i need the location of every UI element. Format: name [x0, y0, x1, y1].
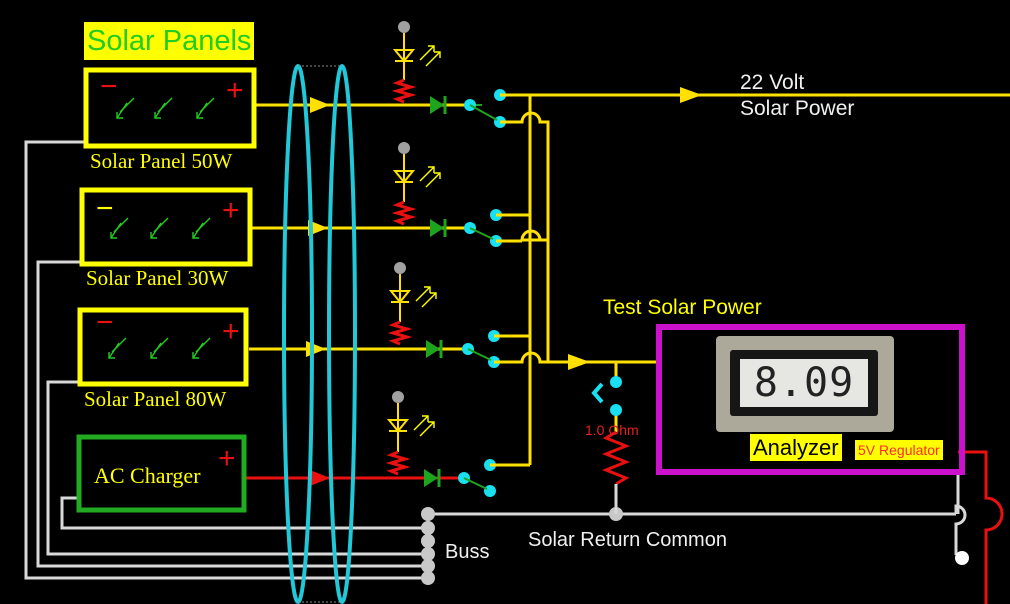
- blocking-diode-icon: [424, 469, 438, 487]
- pv-cell-icons: [108, 97, 215, 359]
- channel-1-components: [391, 21, 506, 128]
- regulator-label: 5V Regulator: [855, 440, 943, 460]
- buss-node: [421, 547, 435, 561]
- current-clamp-ellipses: [282, 64, 357, 604]
- pv-cell-icon: [116, 97, 135, 119]
- led-test-point: [398, 21, 410, 33]
- pv-cell-icon: [150, 217, 169, 239]
- panel-80w-negative-terminal: −: [96, 306, 114, 339]
- feed-arrow: [310, 470, 330, 486]
- led-resistor: [391, 78, 417, 104]
- light-rays-icon: [413, 415, 435, 437]
- pv-cell-icon: [150, 337, 169, 359]
- blocking-diode-icon: [430, 219, 444, 237]
- solar-panel-50w: [83, 67, 257, 149]
- output-arrow: [680, 87, 702, 103]
- clamp-ellipse-left: [282, 64, 314, 604]
- yellow-bus-wires: [490, 93, 1010, 467]
- solar-panel-30w: [79, 187, 253, 267]
- buss-node: [421, 507, 435, 521]
- regulator-ground-node: [955, 551, 969, 565]
- analyzer-frame: [656, 324, 965, 475]
- pv-cell-icon: [196, 97, 215, 119]
- return-wire-30w: [36, 260, 428, 568]
- panel-50w-positive-terminal: +: [226, 74, 244, 107]
- pv-cell-icon: [108, 337, 127, 359]
- feed-arrow: [308, 220, 328, 236]
- buss-nodes: [421, 507, 623, 585]
- channel-4-components: [385, 391, 496, 497]
- channel-2-components: [391, 142, 502, 247]
- return-wire-80w: [46, 380, 428, 556]
- buss-label: Buss: [445, 541, 490, 563]
- buss-node: [421, 521, 435, 535]
- shunt-resistor-label: 1.0 Ohm: [585, 422, 639, 438]
- blocking-diode-icon: [430, 96, 444, 114]
- clamp-ellipse-right: [327, 64, 357, 604]
- meter-reading: 8.09: [740, 359, 868, 407]
- feed-arrow: [310, 97, 330, 113]
- led-icon: [392, 170, 416, 184]
- feed-wires: [246, 103, 406, 480]
- ac-charger-label: AC Charger: [94, 463, 201, 488]
- return-wire-charger: [60, 496, 428, 530]
- panel-50w-negative-terminal: −: [100, 70, 118, 103]
- source-boxes: [76, 67, 965, 513]
- test-power-label: Test Solar Power: [603, 296, 762, 319]
- output-power-label: Solar Power: [740, 97, 855, 120]
- test-arrow: [568, 354, 590, 370]
- meter-window: 8.09: [730, 350, 878, 416]
- shunt-switch-lever-icon: [591, 382, 604, 404]
- panel-30w-negative-terminal: −: [96, 192, 114, 225]
- pv-cell-icon: [110, 217, 129, 239]
- led-icon: [392, 49, 416, 63]
- shunt-switch-bottom: [610, 404, 622, 416]
- analyzer-label: Analyzer: [750, 434, 842, 461]
- diagram-title: Solar Panels: [84, 22, 255, 60]
- buss-node: [421, 534, 435, 548]
- led-icon: [386, 419, 410, 433]
- pv-cell-icon: [192, 217, 211, 239]
- pv-cell-icon: [154, 97, 173, 119]
- panel-50w-label: Solar Panel 50W: [90, 149, 233, 173]
- panel-80w-positive-terminal: +: [222, 315, 240, 348]
- channel-3-components: [387, 262, 500, 368]
- light-rays-icon: [415, 286, 437, 308]
- feed-arrow: [306, 341, 326, 357]
- buss-node: [421, 571, 435, 585]
- ac-charger-box: [76, 434, 247, 513]
- test-bus-crossing-1: [500, 111, 550, 242]
- panel-30w-positive-terminal: +: [222, 194, 240, 227]
- panel-30w-label: Solar Panel 30W: [86, 266, 229, 290]
- common-return-label: Solar Return Common: [528, 529, 727, 551]
- shunt-resistor-icon: [601, 430, 631, 486]
- light-rays-icon: [419, 45, 441, 67]
- test-bus-crossing-2: [494, 240, 550, 364]
- blocking-diode-icon: [426, 340, 440, 358]
- regulator-supply-wire: [958, 450, 1004, 604]
- led-icon: [388, 290, 412, 304]
- buss-node: [421, 559, 435, 573]
- switch-blade: [469, 104, 498, 121]
- shunt-switch-top: [610, 376, 622, 388]
- pv-cell-icon: [192, 337, 211, 359]
- clamp-ellipse-ties: [298, 65, 342, 603]
- charger-positive-terminal: +: [218, 442, 236, 475]
- panel-80w-label: Solar Panel 80W: [84, 387, 227, 411]
- solar-panel-80w: [77, 307, 249, 387]
- return-wire-50w: [24, 140, 428, 580]
- return-wires: [24, 140, 967, 580]
- light-rays-icon: [419, 166, 441, 188]
- panel-meter: 8.09: [716, 336, 894, 432]
- output-voltage-label: 22 Volt: [740, 71, 805, 94]
- shunt-assembly: [591, 376, 631, 514]
